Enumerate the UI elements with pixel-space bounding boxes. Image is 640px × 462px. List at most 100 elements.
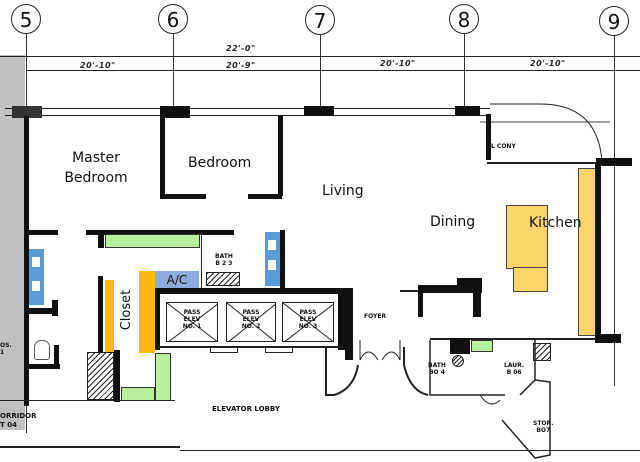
foyer-label: FOYER <box>364 313 387 320</box>
elevator-2-line2: ELEV <box>242 316 260 323</box>
window-pane <box>32 257 40 267</box>
blue-window-wall <box>280 230 285 288</box>
bay-dimension-line <box>26 70 640 71</box>
window-pane <box>268 240 276 250</box>
closet-top-wall <box>86 230 234 235</box>
lobby-bottom-line <box>180 450 640 451</box>
master-bedroom-line1: Master <box>72 150 120 166</box>
grid-bubble-9: 9 <box>599 6 629 36</box>
closet-top-stub <box>98 234 104 248</box>
dining-built-in-top <box>420 285 482 293</box>
green-built-in-bottom <box>121 387 155 401</box>
bath-b04-line2: BO 4 <box>428 369 445 376</box>
grid-bubble-6: 6 <box>158 4 188 34</box>
elevator-core-left-wall <box>155 290 160 350</box>
corridor-line1: ORRIDOR <box>0 412 37 420</box>
kitchen-island <box>506 205 548 269</box>
laundry-line2: B 06 <box>506 369 522 376</box>
grid-bubble-8: 8 <box>449 4 479 34</box>
elevator-2-line3: NO. 2 <box>241 323 261 330</box>
laundry-hatched-appliance <box>533 343 551 361</box>
dining-built-in-right <box>473 285 481 317</box>
elevator-core-right-wall <box>338 290 346 350</box>
bedroom-wall-right <box>278 116 283 196</box>
kitchen-island-extension <box>513 267 548 292</box>
storage-label: STOR. BO7 <box>533 420 554 434</box>
corridor-label: ORRIDOR T 04 <box>0 412 37 430</box>
bay-dimension-7-8: 20'-10" <box>380 59 416 68</box>
closet-label: Closet <box>119 289 134 331</box>
green-built-in-right <box>155 353 171 401</box>
storage-line1: STOR. <box>533 420 554 427</box>
side-label: OS. 1 <box>0 342 12 356</box>
ac-label: A/C <box>166 273 188 287</box>
master-bedroom-label: Master Bedroom <box>58 148 134 188</box>
column-8 <box>455 106 480 116</box>
dining-built-in-bracket <box>400 290 418 292</box>
window-left-blue <box>29 249 44 305</box>
living-label: Living <box>322 183 364 199</box>
bay-dimension-6-7: 20'-9" <box>226 61 256 70</box>
wc-wall-right <box>54 345 59 367</box>
closet-hatched-chase <box>87 352 114 400</box>
elevator-lobby-label: ELEVATOR LOBBY <box>212 405 280 413</box>
wc-wall-top <box>28 308 58 314</box>
unit-south-line <box>0 400 175 401</box>
bedroom-label: Bedroom <box>188 155 252 171</box>
wc-wall-bottom <box>28 364 60 369</box>
laundry-line1: LAUR. <box>504 362 525 369</box>
wc-wall-stub <box>52 300 58 316</box>
bath-203-line2: B 2 3 <box>215 260 233 267</box>
bath-203-wall <box>201 234 202 288</box>
elevator-sill-2 <box>265 347 293 353</box>
foyer-wall-left <box>345 288 353 360</box>
column-5 <box>12 106 42 118</box>
bedroom-wall-bottom-right <box>248 194 282 199</box>
bay-dimension-8-9: 20'-10" <box>530 59 566 68</box>
bath-b04-label: BATH BO 4 <box>428 362 446 376</box>
column-9 <box>596 158 632 166</box>
service-wall-segment <box>450 338 470 354</box>
grid-bubble-5: 5 <box>11 4 41 34</box>
elevator-1-line2: ELEV <box>183 316 201 323</box>
column-6 <box>160 106 190 118</box>
balcony-wall <box>486 114 491 160</box>
bath-b04-sink-icon <box>452 355 464 367</box>
bath-203-line1: BATH <box>215 253 233 260</box>
dining-label: Dining <box>430 214 476 230</box>
bedroom-wall-left <box>160 116 165 196</box>
bath-b04-line1: BATH <box>428 362 446 369</box>
kitchen-exterior-wall <box>595 162 601 342</box>
exterior-wall-top-line-1 <box>5 108 490 109</box>
bath-203-fixture <box>206 272 240 286</box>
bedroom-wall-bottom-left <box>160 194 206 199</box>
kitchen-wall-bottom <box>595 334 621 343</box>
toilet-icon <box>34 340 50 360</box>
elevator-2-line1: PASS <box>242 309 260 316</box>
window-pane <box>32 281 40 291</box>
corridor-line <box>0 446 180 448</box>
closet-shelf-right <box>139 271 155 353</box>
dining-built-in-corner <box>457 278 482 288</box>
green-built-in-top <box>105 234 200 248</box>
elevator-3-line1: PASS <box>299 309 317 316</box>
elevator-core-top-wall <box>155 288 345 294</box>
bath-203-label: BATH B 2 3 <box>215 253 233 267</box>
window-pane <box>268 260 276 270</box>
dining-built-in-left <box>418 285 423 317</box>
elevator-3-line3: NO. 3 <box>298 323 318 330</box>
overall-dimension: 22'-0" <box>226 44 256 53</box>
exterior-wall-top-line-2 <box>5 115 490 116</box>
foyer-curved-walls <box>325 347 429 396</box>
master-bedroom-wall-bottom <box>28 230 58 235</box>
closet-shelf-left <box>105 280 114 352</box>
bay-dimension-5-6: 20'-10" <box>80 61 116 70</box>
bath-green-fixture <box>471 340 493 352</box>
foyer-double-door <box>359 340 401 361</box>
balcony-label: L CONY <box>491 143 516 150</box>
elevator-1-line3: NO. 1 <box>182 323 202 330</box>
kitchen-counter <box>578 168 596 336</box>
window-right-blue <box>265 232 280 286</box>
